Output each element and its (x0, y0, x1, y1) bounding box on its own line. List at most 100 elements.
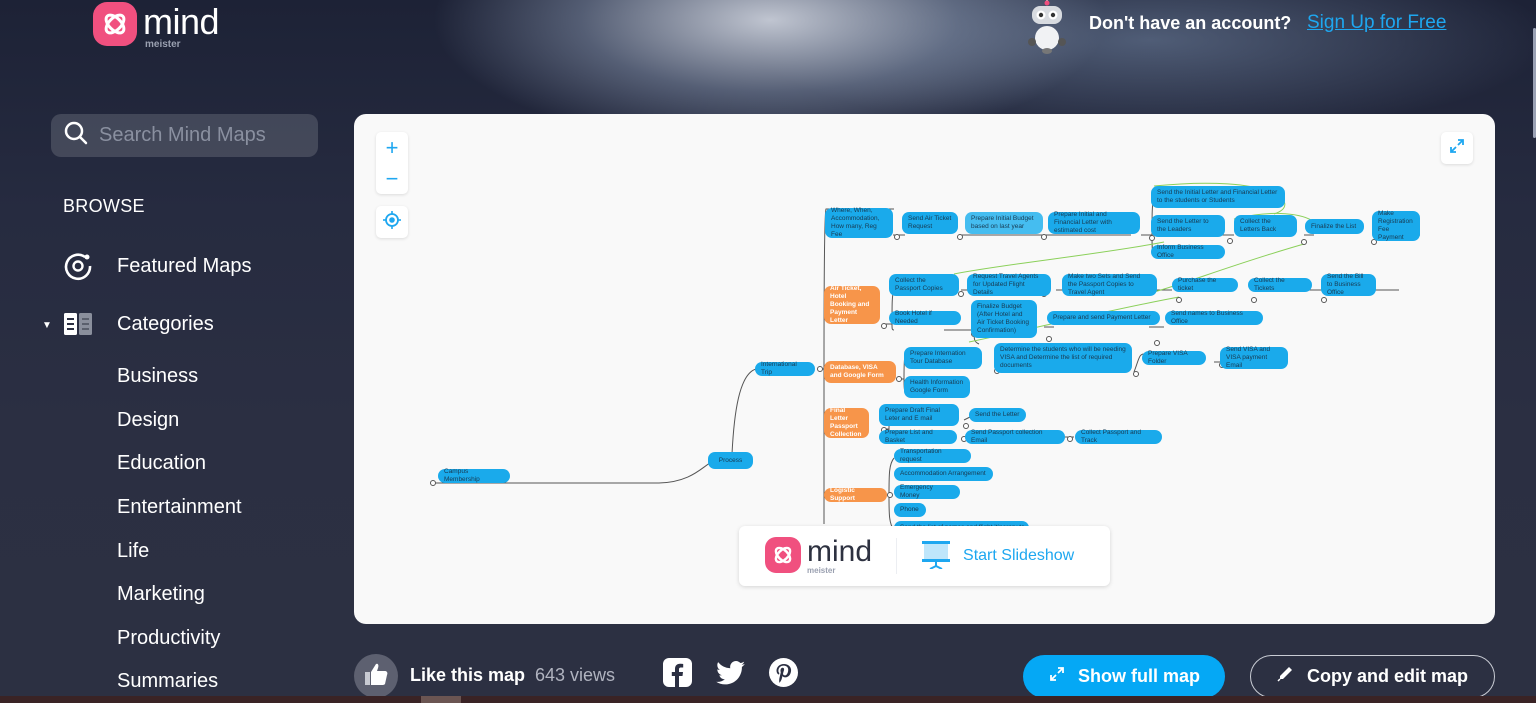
node-make-two-sets[interactable]: Make two Sets and Send the Passport Copi… (1062, 273, 1157, 296)
node-process[interactable]: Process (708, 452, 753, 469)
presentation-icon (921, 539, 951, 574)
sidebar-item-featured-maps[interactable]: Featured Maps (63, 251, 252, 281)
copy-and-edit-label: Copy and edit map (1306, 666, 1468, 686)
node-collect-tickets[interactable]: Collect the Tickets (1248, 277, 1312, 292)
node-send-the-letter[interactable]: Send the Letter (969, 408, 1026, 422)
view-count: 643 views (535, 665, 616, 685)
node-prepare-payment-letter[interactable]: Prepare and send Payment Letter (1047, 311, 1160, 325)
twitter-share-button[interactable] (715, 660, 745, 690)
divider (896, 538, 898, 574)
fullscreen-button[interactable] (1441, 132, 1473, 164)
logo-mark-icon (765, 537, 801, 573)
pen-icon (1277, 666, 1293, 687)
category-education[interactable]: Education (117, 452, 206, 474)
search-box[interactable] (51, 114, 318, 157)
account-prompt: Don't have an account? (1089, 13, 1292, 33)
node-inform-business-office[interactable]: Inform Business Office (1151, 244, 1225, 259)
node-air-ticket-hotel[interactable]: Air Ticket, Hotel Booking and Payment Le… (824, 285, 880, 324)
sidebar-item-categories[interactable]: Categories (63, 309, 214, 339)
signup-link[interactable]: Sign Up for Free (1307, 12, 1447, 33)
category-productivity[interactable]: Productivity (117, 627, 221, 649)
node-prepare-list-basket[interactable]: Prepare List and Basket (879, 429, 957, 444)
slideshow-logo-sub: meister (807, 566, 836, 575)
caret-down-icon[interactable]: ▼ (42, 320, 52, 331)
node-purchase-ticket[interactable]: Purchase the ticket (1172, 277, 1238, 292)
featured-maps-icon (63, 251, 93, 281)
facebook-share-button[interactable] (662, 658, 692, 690)
node-send-visa-email[interactable]: Send VISA and VISA payment Email (1220, 346, 1288, 369)
node-emergency-money[interactable]: Emergency Money (894, 484, 960, 499)
node-send-letter-leaders[interactable]: Send the Letter to the Leaders (1151, 215, 1225, 237)
node-make-reg-fee[interactable]: Make Registration Fee Payment (1372, 210, 1420, 241)
category-summaries[interactable]: Summaries (117, 670, 219, 692)
show-full-map-button[interactable]: Show full map (1023, 655, 1225, 698)
pinterest-icon (768, 658, 798, 692)
twitter-icon (715, 660, 745, 690)
node-prepare-initial-financial[interactable]: Prepare Initial and Financial Letter wit… (1048, 211, 1140, 234)
node-collect-letters-back[interactable]: Collect the Letters Back (1234, 215, 1297, 237)
node-collect-passport-track[interactable]: Collect Passport and Track (1075, 429, 1162, 444)
mind-map-viewer[interactable]: + − (354, 114, 1495, 624)
target-icon (383, 210, 401, 234)
start-slideshow-label: Start Slideshow (963, 547, 1075, 564)
node-collect-passport-copies[interactable]: Collect the Passport Copies (889, 274, 959, 296)
category-marketing[interactable]: Marketing (117, 583, 205, 605)
node-send-passport-email[interactable]: Send Passport collection Email (965, 429, 1065, 444)
node-book-hotel[interactable]: Book Hotel if Needed (889, 310, 961, 325)
slideshow-logo-word: mind (807, 535, 873, 568)
node-accommodation[interactable]: Accommodation Arrangement (894, 467, 993, 481)
node-prepare-initial-budget[interactable]: Prepare Initial Budget based on last yea… (965, 212, 1043, 234)
logo-mark-icon (93, 2, 137, 46)
start-slideshow-button[interactable]: Start Slideshow (921, 539, 1074, 574)
slideshow-bar: mind meister Start Slideshow (739, 526, 1110, 586)
featured-maps-label: Featured Maps (117, 254, 252, 277)
copy-and-edit-button[interactable]: Copy and edit map (1250, 655, 1495, 698)
node-final-letter[interactable]: Final Letter Passport Collection (824, 407, 869, 438)
category-design[interactable]: Design (117, 409, 180, 431)
zoom-in-button[interactable]: + (385, 134, 399, 160)
node-finalize-list[interactable]: Finalize the List (1305, 219, 1364, 234)
node-send-air-ticket[interactable]: Send Air Ticket Request (902, 212, 958, 234)
category-life[interactable]: Life (117, 540, 150, 562)
logo-word: mind (143, 1, 220, 42)
zoom-controls: + − (376, 132, 408, 194)
node-international-trip[interactable]: International Trip (755, 361, 815, 376)
center-map-button[interactable] (376, 206, 408, 238)
thumbs-up-icon (363, 661, 389, 692)
categories-book-icon (63, 309, 93, 339)
search-icon (63, 120, 89, 151)
expand-arrows-icon (1048, 665, 1066, 688)
node-finalize-budget[interactable]: Finalize Budget (After Hotel and Air Tic… (971, 300, 1037, 338)
node-phone[interactable]: Phone (894, 503, 926, 517)
node-where-when[interactable]: Where, When, Accommodation, How many, Re… (825, 207, 893, 238)
node-database-visa[interactable]: Database, VISA and Google Form (824, 361, 896, 383)
page-scrollbar[interactable] (1533, 28, 1536, 688)
logo-sub: meister (145, 39, 181, 50)
mindmeister-logo[interactable]: mind meister (93, 1, 220, 50)
horizontal-scrollbar[interactable] (0, 696, 1536, 703)
node-request-travel-agents[interactable]: Request Travel Agents for Updated Flight… (967, 273, 1051, 296)
node-prepare-visa-folder[interactable]: Prepare VISA Folder (1142, 350, 1206, 365)
node-transportation[interactable]: Transportation request (894, 448, 971, 463)
node-logistic-support[interactable]: Logistic Support (824, 487, 887, 502)
pinterest-share-button[interactable] (768, 658, 798, 692)
like-label[interactable]: Like this map (410, 665, 526, 685)
node-send-initial-letter[interactable]: Send the Initial Letter and Financial Le… (1151, 186, 1285, 208)
browse-heading: BROWSE (63, 196, 145, 216)
node-send-bill[interactable]: Send the Bill to Business Office (1321, 273, 1376, 296)
category-entertainment[interactable]: Entertainment (117, 496, 242, 518)
zoom-out-button[interactable]: − (385, 165, 399, 191)
show-full-map-label: Show full map (1077, 666, 1200, 686)
like-button[interactable] (354, 654, 398, 698)
node-prepare-draft[interactable]: Prepare Draft Final Leter and E mail (879, 404, 959, 426)
node-determine-students[interactable]: Determine the students who will be needi… (994, 343, 1132, 373)
node-health-info[interactable]: Health Information Google Form (904, 376, 970, 398)
category-business[interactable]: Business (117, 365, 199, 387)
search-input[interactable] (99, 124, 299, 147)
node-prepare-tour-db[interactable]: Prepare Internation Tour Database (904, 347, 982, 369)
node-campus-membership[interactable]: Campus Membership (438, 468, 510, 483)
node-send-names-business[interactable]: Send names to Business Office (1165, 310, 1263, 325)
scrollbar-thumb[interactable] (1533, 28, 1536, 138)
horizontal-scrollbar-thumb[interactable] (421, 696, 461, 703)
robot-mascot-icon (1025, 0, 1069, 54)
